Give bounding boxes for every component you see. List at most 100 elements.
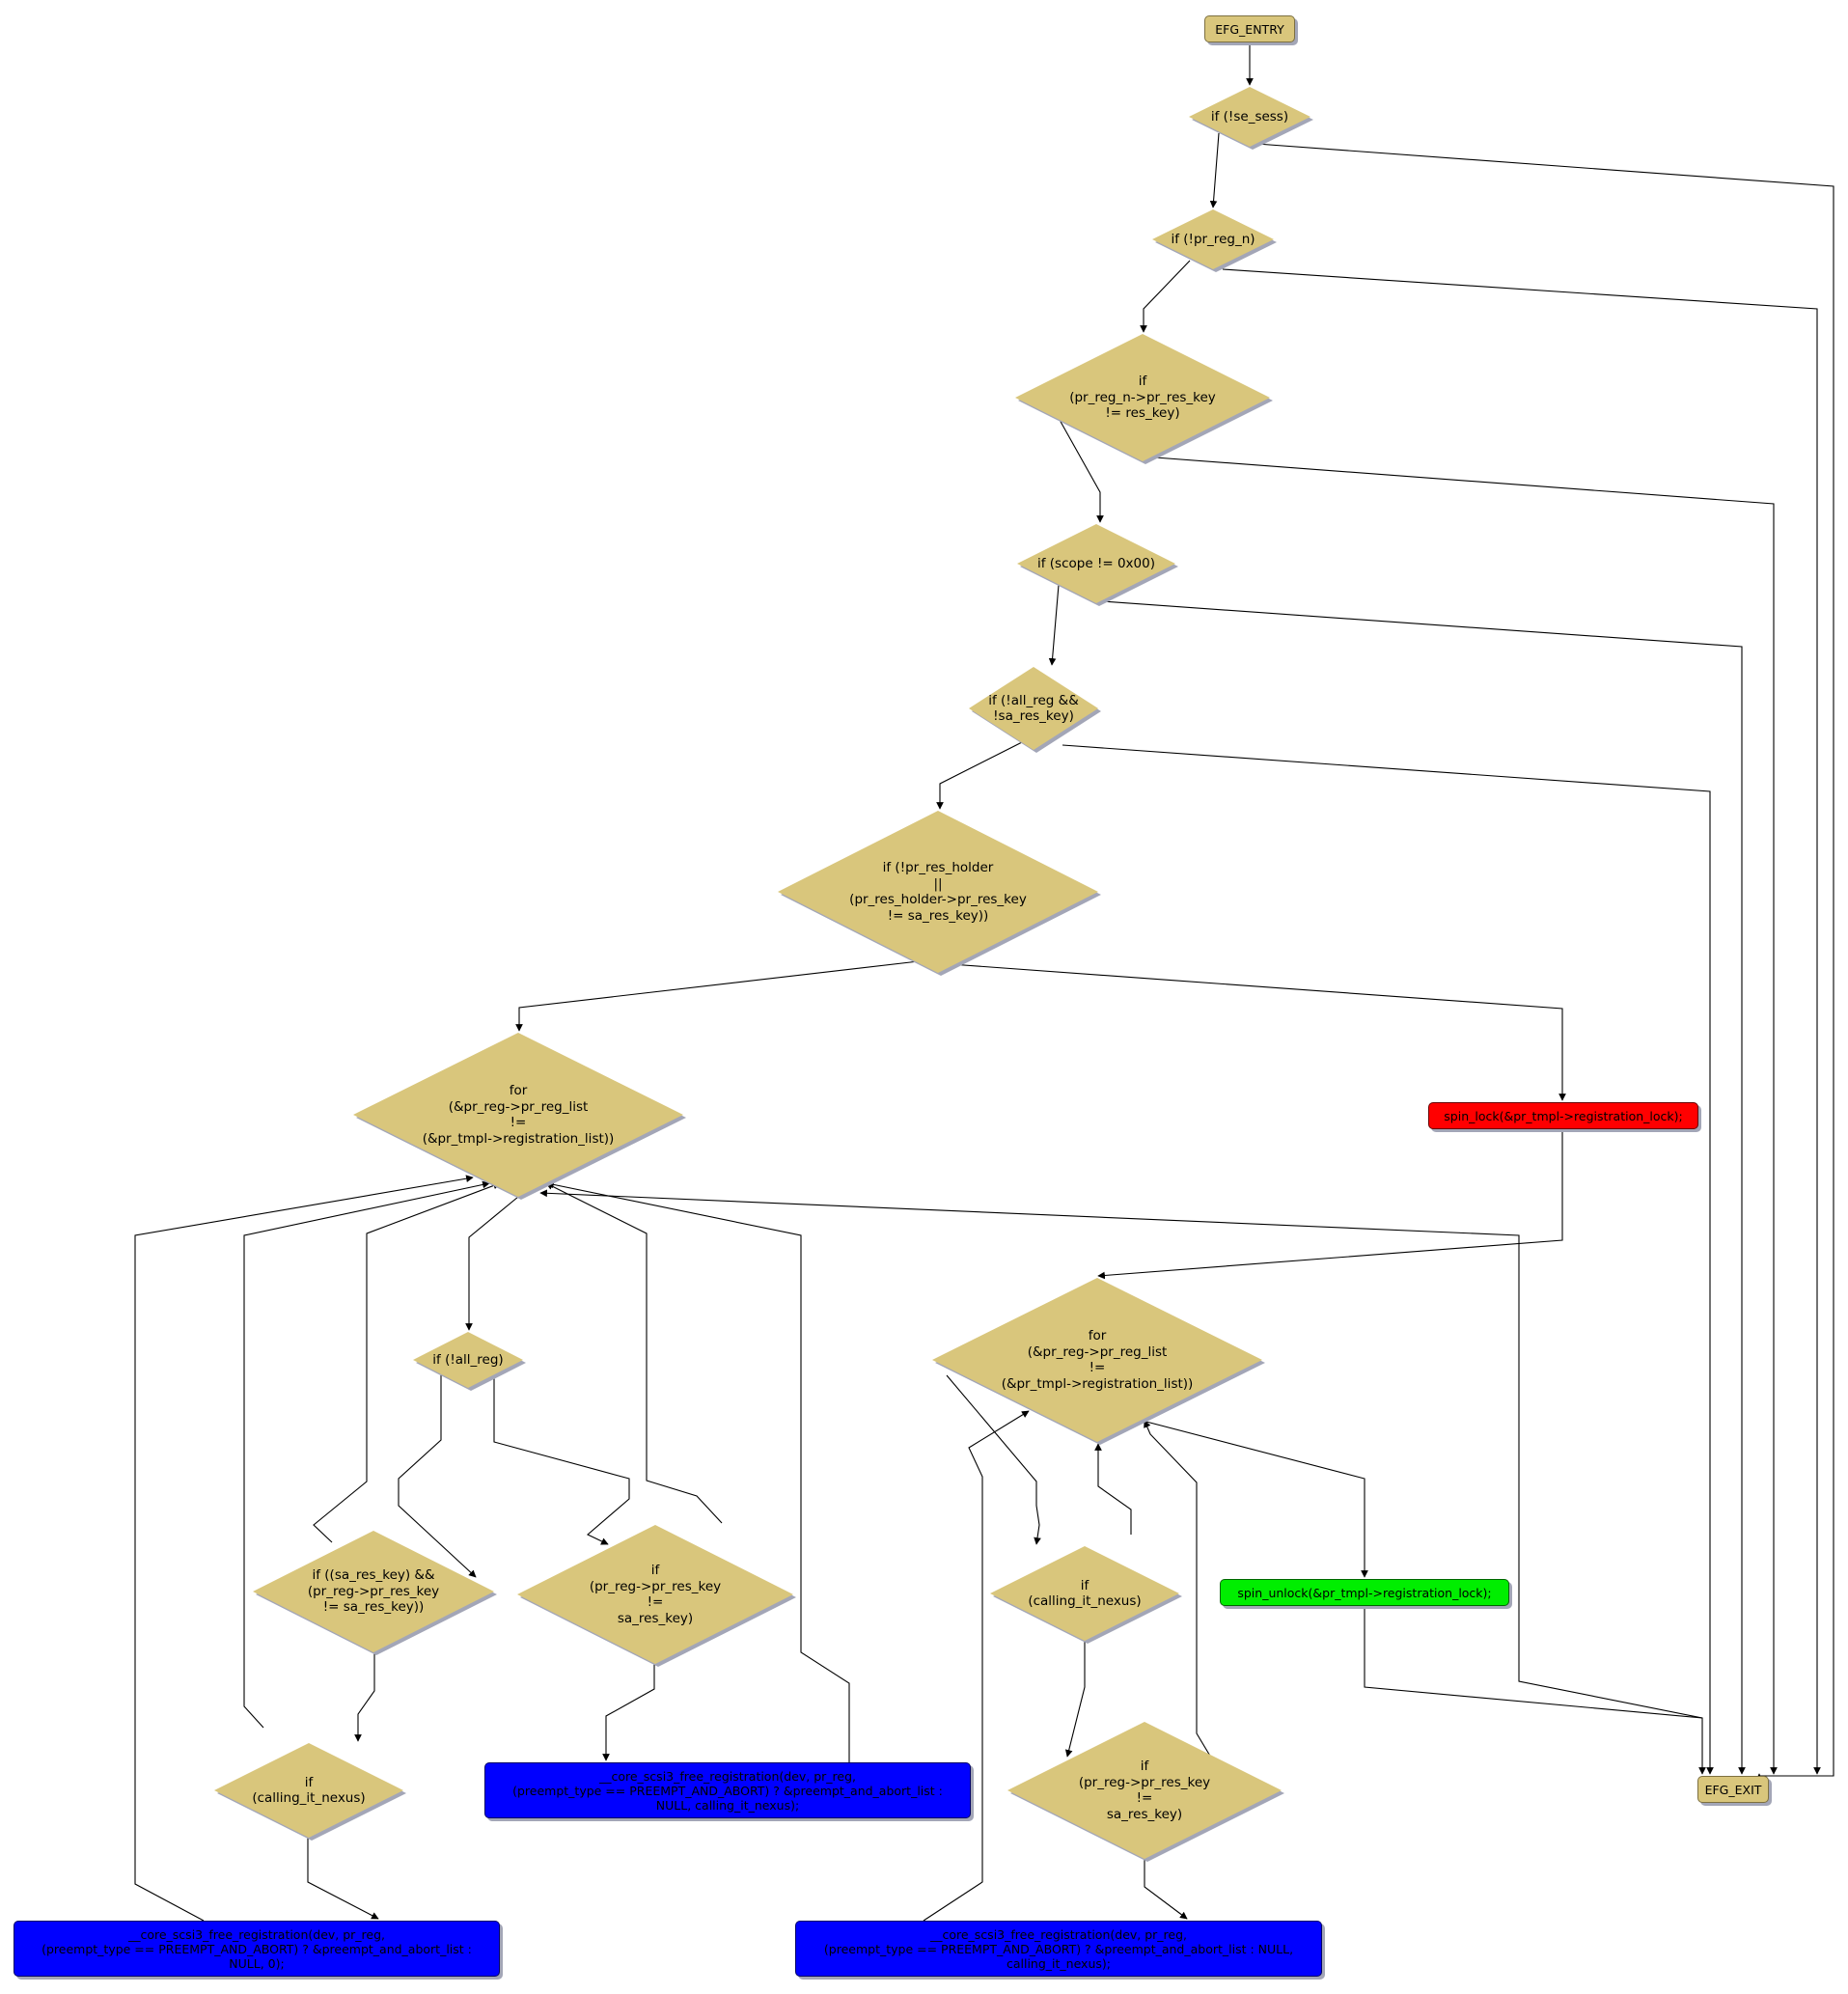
edge-29 — [1144, 1420, 1221, 1773]
edge-12 — [515, 960, 920, 1032]
diamond-fill — [413, 1332, 523, 1388]
cond-pr-res-holder-label: if (!pr_res_holder || (pr_res_holder->pr… — [849, 860, 1027, 924]
edge-23 — [134, 1175, 474, 1922]
diamond-fill — [253, 1531, 494, 1652]
edge-28 — [1064, 1641, 1086, 1758]
edge-4 — [1140, 260, 1191, 333]
cond-res-key: if (pr_reg_n->pr_res_key != res_key) — [1015, 334, 1273, 464]
entry-node: EFG_ENTRY — [1204, 15, 1295, 42]
cond-eq-key-1: if (pr_reg->pr_res_key != sa_res_key) — [517, 1525, 796, 1667]
cond-calling-it-nexus-1-label: if (calling_it_nexus) — [252, 1774, 366, 1807]
edge-11 — [1062, 744, 1714, 1775]
loop-registration-list-2-label: for (&pr_reg->pr_reg_list != (&pr_tmpl->… — [1001, 1328, 1194, 1392]
edge-13 — [950, 963, 1566, 1101]
diamond-shape — [1007, 1722, 1284, 1862]
cond-se-sess-label: if (!se_sess) — [1210, 108, 1289, 125]
edge-32 — [1142, 1420, 1368, 1578]
spin-unlock-label: spin_unlock(&pr_tmpl->registration_lock)… — [1237, 1585, 1492, 1600]
entry-label: EFG_ENTRY — [1215, 21, 1284, 37]
edge-22 — [307, 1838, 379, 1920]
edge-14 — [1097, 1129, 1563, 1280]
diamond-shape — [778, 811, 1101, 976]
spin-lock-label: spin_lock(&pr_tmpl->registration_lock); — [1444, 1108, 1683, 1123]
diamond-fill — [990, 1546, 1179, 1641]
edge-27 — [1094, 1443, 1132, 1535]
diamond-shape — [1015, 334, 1273, 464]
diamond-shape — [932, 1278, 1265, 1445]
free-registration-2-label: __core_scsi3_free_registration(dev, pr_r… — [512, 1768, 943, 1813]
diamond-fill — [353, 1033, 683, 1197]
cond-all-reg-sa-key: if (!all_reg && !sa_res_key) — [969, 667, 1101, 753]
edge-24 — [602, 1656, 655, 1761]
diamond-fill — [1152, 209, 1274, 269]
diamond-fill — [1189, 87, 1310, 147]
edge-16 — [398, 1372, 477, 1578]
cond-eq-key-2-label: if (pr_reg->pr_res_key != sa_res_key) — [1078, 1759, 1211, 1822]
free-registration-3: __core_scsi3_free_registration(dev, pr_r… — [795, 1921, 1322, 1977]
diamond-fill — [778, 811, 1098, 973]
edge-18 — [354, 1652, 375, 1742]
cond-calling-it-nexus-1: if (calling_it_nexus) — [214, 1743, 406, 1841]
edge-2 — [1209, 132, 1220, 208]
exit-label: EFG_EXIT — [1704, 1782, 1762, 1797]
spin-lock-node: spin_lock(&pr_tmpl->registration_lock); — [1428, 1102, 1698, 1129]
edge-19 — [313, 1181, 501, 1543]
cond-pr-reg-n-label: if (!pr_reg_n) — [1171, 231, 1255, 247]
cond-calling-it-nexus-2-label: if (calling_it_nexus) — [1028, 1577, 1142, 1610]
diamond-shape — [253, 1531, 497, 1655]
edge-25 — [546, 1180, 850, 1762]
diamond-shape — [1189, 87, 1313, 150]
cond-sa-res-key-label: if ((sa_res_key) && (pr_reg->pr_res_key … — [307, 1567, 440, 1616]
exit-node: EFG_EXIT — [1697, 1776, 1769, 1803]
diamond-shape — [969, 667, 1101, 753]
cond-res-key-label: if (pr_reg_n->pr_res_key != res_key) — [1069, 374, 1216, 422]
cond-eq-key-2: if (pr_reg->pr_res_key != sa_res_key) — [1007, 1722, 1284, 1862]
diamond-fill — [517, 1525, 793, 1664]
edge-5 — [1222, 268, 1821, 1775]
diamond-shape — [214, 1743, 406, 1841]
cond-all-reg-label: if (!all_reg) — [432, 1351, 504, 1368]
edge-26 — [946, 1374, 1041, 1545]
cond-sa-res-key: if ((sa_res_key) && (pr_reg->pr_res_key … — [253, 1531, 497, 1655]
loop-registration-list-1-label: for (&pr_reg->pr_reg_list != (&pr_tmpl->… — [422, 1083, 615, 1147]
spin-unlock-node: spin_unlock(&pr_tmpl->registration_lock)… — [1220, 1579, 1509, 1606]
loop-registration-list-1: for (&pr_reg->pr_reg_list != (&pr_tmpl->… — [353, 1033, 686, 1200]
edge-7 — [1154, 457, 1778, 1775]
edge-10 — [936, 737, 1031, 810]
cond-pr-res-holder: if (!pr_res_holder || (pr_res_holder->pr… — [778, 811, 1101, 976]
edge-6 — [1059, 419, 1104, 523]
diamond-fill — [969, 667, 1098, 750]
edge-3 — [1255, 143, 1834, 1781]
free-registration-2: __core_scsi3_free_registration(dev, pr_r… — [484, 1762, 971, 1818]
diamond-shape — [353, 1033, 686, 1200]
edge-33 — [1364, 1606, 1706, 1775]
diamond-shape — [1152, 209, 1277, 272]
free-registration-1: __core_scsi3_free_registration(dev, pr_r… — [14, 1921, 500, 1977]
edge-9 — [1101, 600, 1746, 1775]
edge-31 — [923, 1410, 1030, 1922]
cond-scope: if (scope != 0x00) — [1017, 524, 1178, 606]
cond-all-reg-sa-key-label: if (!all_reg && !sa_res_key) — [988, 692, 1079, 725]
cond-scope-label: if (scope != 0x00) — [1037, 555, 1155, 571]
cond-se-sess: if (!se_sess) — [1189, 87, 1313, 150]
diamond-fill — [214, 1743, 403, 1838]
cond-pr-reg-n: if (!pr_reg_n) — [1152, 209, 1277, 272]
edge-20 — [545, 1182, 723, 1524]
diamond-shape — [1017, 524, 1178, 606]
free-registration-1-label: __core_scsi3_free_registration(dev, pr_r… — [41, 1926, 472, 1971]
edge-21 — [243, 1180, 490, 1729]
edge-17 — [493, 1371, 630, 1545]
edge-34 — [539, 1189, 1703, 1719]
diamond-fill — [1007, 1722, 1282, 1859]
edge-15 — [465, 1196, 519, 1331]
edge-8 — [1048, 584, 1060, 666]
free-registration-3-label: __core_scsi3_free_registration(dev, pr_r… — [823, 1926, 1294, 1971]
diamond-fill — [1017, 524, 1175, 603]
cond-eq-key-1-label: if (pr_reg->pr_res_key != sa_res_key) — [589, 1563, 722, 1626]
diamond-fill — [1015, 334, 1270, 461]
edge-30 — [1144, 1859, 1188, 1920]
cond-all-reg: if (!all_reg) — [413, 1332, 526, 1391]
cond-calling-it-nexus-2: if (calling_it_nexus) — [990, 1546, 1182, 1644]
